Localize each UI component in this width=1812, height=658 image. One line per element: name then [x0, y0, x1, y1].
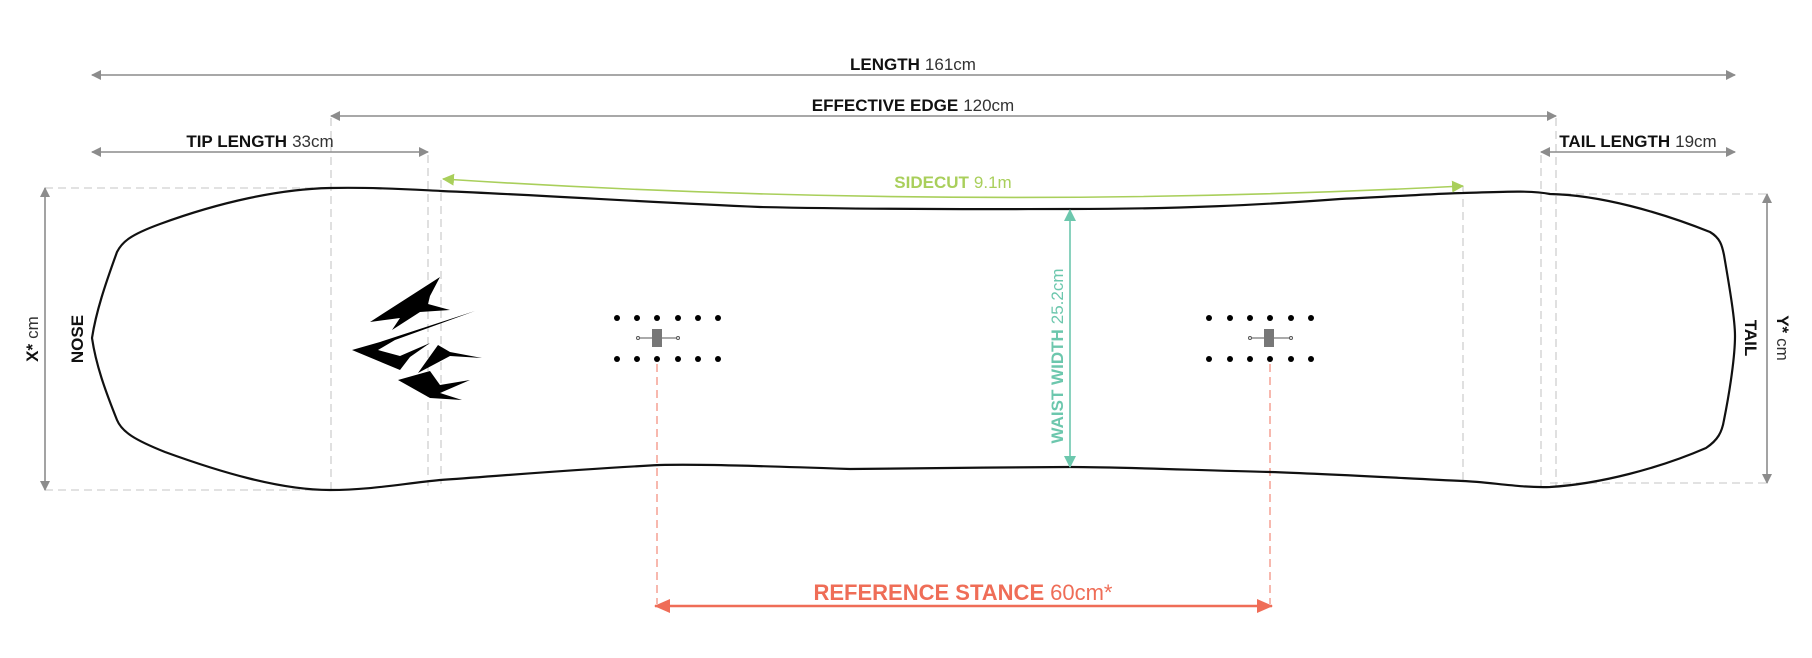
stance-guide-lines: [656, 364, 1271, 604]
waist-width-label: WAIST WIDTH25.2cm: [1048, 268, 1067, 443]
board-outline: [90, 186, 1737, 492]
tail-width-label: Y*cm: [1773, 315, 1792, 361]
nose-width-label: X*cm: [23, 316, 42, 362]
tail-label: TAIL: [1741, 320, 1760, 357]
guide-lines: [45, 118, 1767, 491]
nose-label: NOSE: [68, 315, 87, 363]
sidecut-arc-arrow: [442, 173, 1464, 199]
brand-logo-icon: [352, 277, 482, 400]
front-binding-inserts: [614, 315, 721, 362]
back-binding-inserts: [1206, 315, 1314, 362]
